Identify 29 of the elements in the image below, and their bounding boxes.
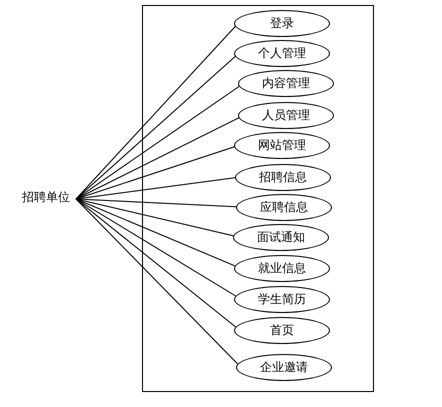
use-case-label: 首页 xyxy=(270,322,294,338)
use-case-ellipse xyxy=(236,354,332,380)
association-line xyxy=(76,198,234,236)
use-case-ellipse xyxy=(234,10,330,36)
use-case-ellipse xyxy=(234,316,330,344)
use-case-label: 个人管理 xyxy=(258,44,306,62)
use-case-label: 内容管理 xyxy=(262,74,310,92)
association-line xyxy=(76,117,240,200)
actor-label: 招聘单位 xyxy=(22,188,70,206)
association-line xyxy=(76,198,236,328)
system-boundary xyxy=(142,5,374,392)
association-line xyxy=(76,146,236,200)
use-case-label: 就业信息 xyxy=(258,260,306,276)
use-case-label: 人员管理 xyxy=(262,106,310,124)
use-case-label: 面试通知 xyxy=(257,228,305,246)
use-case-label: 应聘信息 xyxy=(260,198,308,216)
association-line xyxy=(76,198,236,296)
association-line xyxy=(76,56,236,200)
use-case-label: 企业邀请 xyxy=(260,358,308,376)
association-line xyxy=(76,198,238,364)
use-case-label: 招聘信息 xyxy=(259,168,307,186)
association-line xyxy=(76,26,236,200)
association-line xyxy=(76,86,240,200)
association-line xyxy=(76,198,237,208)
use-case-label: 网站管理 xyxy=(258,136,306,154)
association-line xyxy=(76,198,236,266)
use-case-label: 登录 xyxy=(270,14,294,32)
use-case-label: 学生简历 xyxy=(258,290,306,308)
association-line xyxy=(76,177,236,200)
